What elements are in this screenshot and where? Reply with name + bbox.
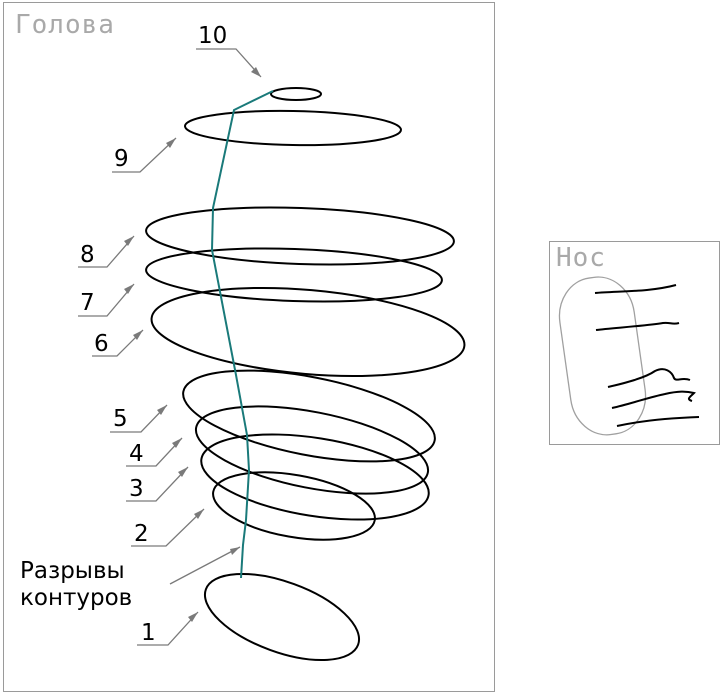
nose-outline — [558, 276, 647, 436]
label-3: 3 — [129, 476, 144, 502]
leader-4 — [126, 437, 183, 467]
leader-lines — [78, 48, 262, 646]
annotation-line-1: Разрывы — [20, 558, 125, 584]
nose-panel — [549, 241, 720, 445]
label-8: 8 — [80, 242, 95, 268]
label-4: 4 — [129, 441, 144, 467]
nose-stroke-2 — [595, 321, 680, 331]
nose-stroke-3 — [607, 368, 691, 388]
contour-2 — [212, 471, 376, 541]
leader-7 — [78, 283, 135, 317]
leader-8 — [78, 235, 135, 268]
nose-sketch — [558, 276, 700, 436]
label-7: 7 — [80, 290, 95, 316]
label-6: 6 — [94, 331, 109, 357]
nose-stroke-4 — [611, 390, 696, 409]
leader-1 — [137, 611, 199, 646]
nose-strokes — [594, 284, 700, 427]
contour-gap-line — [210, 90, 274, 579]
contour-1 — [203, 572, 361, 662]
leader-9 — [112, 137, 177, 173]
label-10: 10 — [198, 23, 227, 49]
contour-8 — [145, 206, 455, 266]
leader-arrowheads — [124, 67, 261, 622]
leader-3 — [126, 466, 189, 502]
nose-panel-title: Нос — [556, 243, 606, 273]
head-panel-title: Голова — [15, 10, 115, 40]
contour-6 — [150, 286, 466, 378]
contour-4 — [194, 405, 430, 495]
leader-6 — [92, 329, 144, 357]
leader-5 — [110, 404, 168, 433]
contour-10 — [270, 87, 322, 101]
contour-5 — [182, 369, 436, 463]
contour-7 — [145, 247, 443, 303]
leader-gaps — [169, 546, 241, 585]
contour-9 — [184, 109, 402, 147]
nose-stroke-1 — [594, 284, 677, 294]
label-5: 5 — [113, 406, 128, 432]
leader-2 — [131, 508, 205, 547]
label-9: 9 — [114, 146, 129, 172]
contour-3 — [200, 433, 430, 521]
label-1: 1 — [141, 620, 156, 646]
annotation-line-2: контуров — [20, 585, 133, 611]
contour-labels: 10 9 8 7 6 5 4 3 2 1 — [80, 23, 227, 646]
head-contours — [145, 87, 466, 662]
label-2: 2 — [134, 521, 149, 547]
nose-stroke-5 — [616, 416, 700, 427]
head-panel — [3, 2, 495, 692]
leader-10 — [196, 48, 262, 78]
